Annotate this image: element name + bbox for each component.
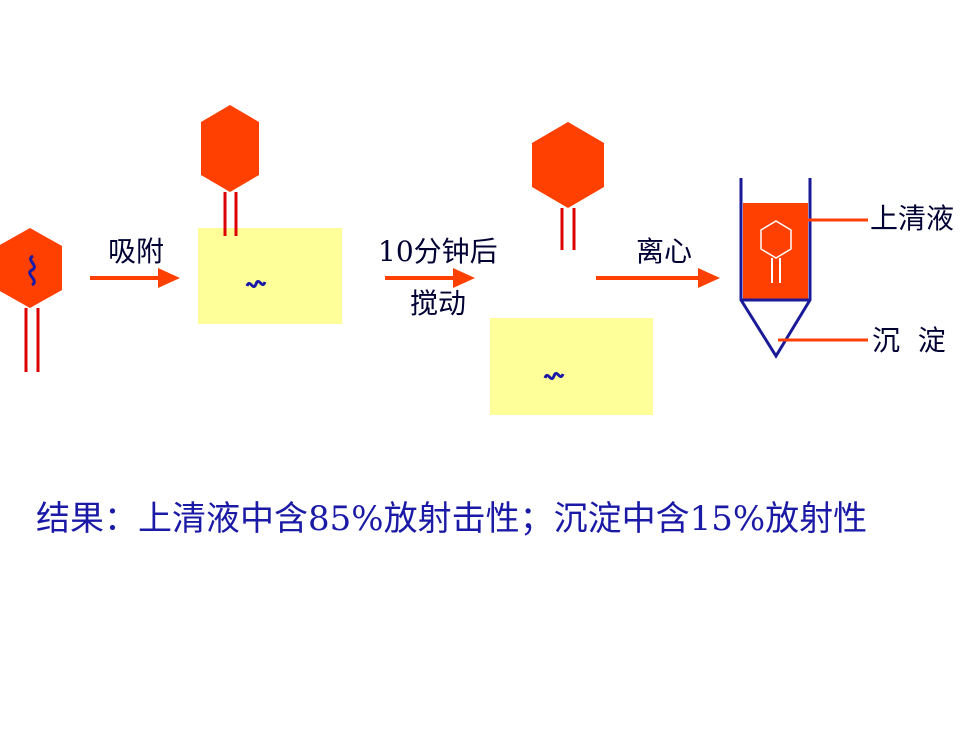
bacterium-dna-icon-2 [543, 371, 565, 381]
bacterium-dna-icon [245, 279, 267, 289]
free-phage [0, 228, 62, 372]
arrow-stir-icon [385, 268, 475, 288]
stir-label: 搅动 [410, 287, 467, 320]
detached-phage [532, 122, 604, 250]
empty-capsid-outline-icon [760, 220, 792, 259]
adsorb-label: 吸附 [108, 235, 165, 268]
sediment-label: 沉 淀 [872, 324, 946, 357]
empty-capsid-icon [201, 105, 259, 192]
attached-phage [201, 105, 259, 236]
time-label: 10分钟后 [378, 235, 498, 268]
centrifuge-tube [739, 178, 868, 359]
phage-head-icon [0, 228, 62, 308]
arrow-adsorb-icon [90, 268, 180, 288]
supernatant-layer [743, 203, 808, 300]
centrifuge-label: 离心 [636, 235, 693, 268]
tube-outline [739, 178, 812, 359]
bacterium-1 [198, 228, 342, 324]
bacterium-2 [490, 318, 653, 415]
result-text: 结果：上清液中含85%放射击性；沉淀中含15%放射性 [36, 499, 868, 539]
phage-dna-icon [28, 254, 36, 287]
empty-capsid-icon-2 [532, 122, 604, 208]
supernatant-label: 上清液 [870, 202, 955, 235]
arrow-centrifuge-icon [596, 268, 720, 288]
